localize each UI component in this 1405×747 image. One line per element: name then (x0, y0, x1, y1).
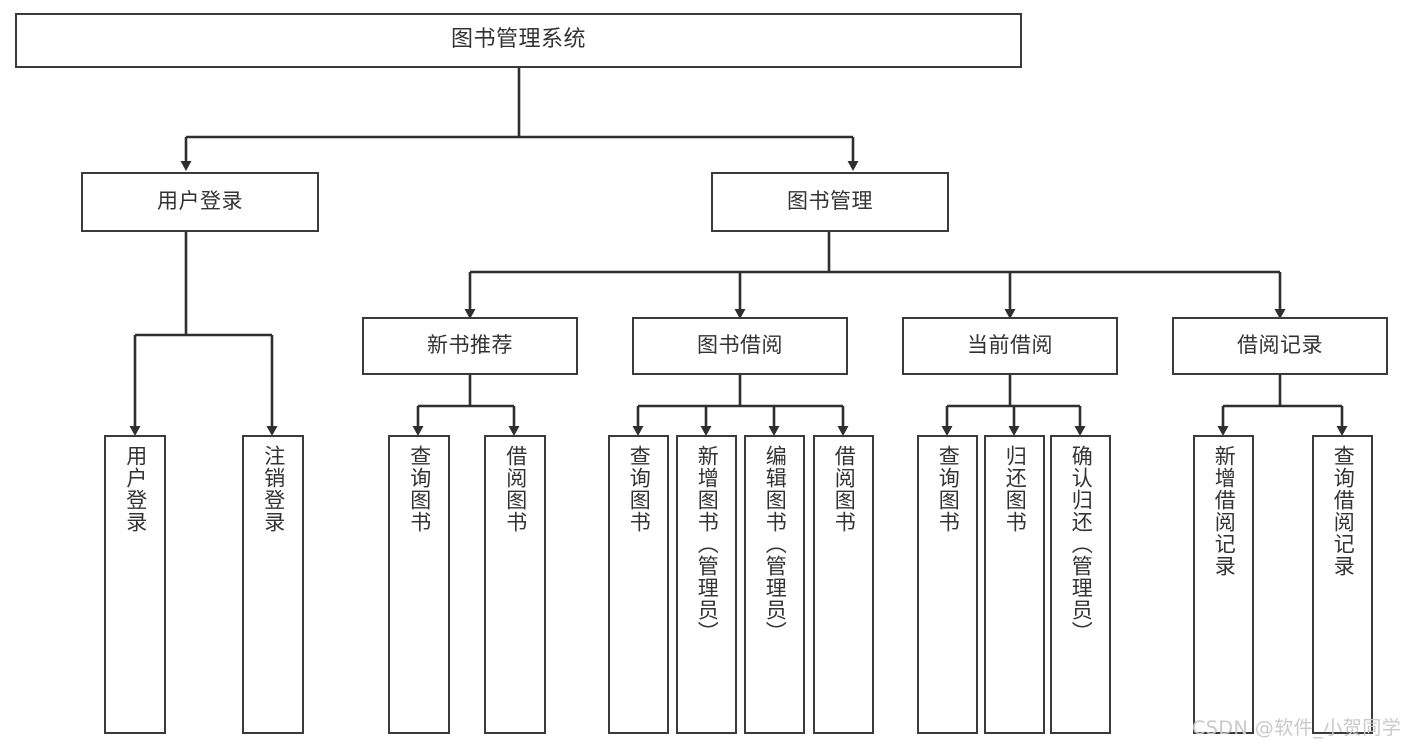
leaf-user-login-label: 用户登录 (123, 445, 148, 533)
leaf-edit-book-admin-label: 编辑图书（管理员） (763, 445, 788, 643)
node-current-borrow-label: 当前借阅 (967, 333, 1053, 358)
leaf-query-book-recommend-label: 查询图书 (407, 445, 432, 533)
leaf-query-book-borrow[interactable]: 查询图书 (608, 435, 669, 734)
leaf-borrow-book-recommend-label: 借阅图书 (503, 445, 528, 533)
leaf-query-book-borrow-label: 查询图书 (627, 445, 652, 533)
node-book-borrow[interactable]: 图书借阅 (632, 317, 848, 375)
csdn-watermark: CSDN @软件_小贺同学 (1192, 717, 1402, 739)
leaf-query-book-current-label: 查询图书 (936, 445, 961, 533)
leaf-borrow-book[interactable]: 借阅图书 (813, 435, 874, 734)
leaf-add-borrow-record-label: 新增借阅记录 (1212, 445, 1237, 577)
leaf-query-borrow-record[interactable]: 查询借阅记录 (1312, 435, 1373, 734)
leaf-borrow-book-recommend[interactable]: 借阅图书 (484, 435, 546, 734)
node-root[interactable]: 图书管理系统 (15, 13, 1022, 68)
leaf-add-book-admin[interactable]: 新增图书（管理员） (676, 435, 737, 734)
leaf-add-borrow-record[interactable]: 新增借阅记录 (1193, 435, 1254, 734)
node-book-management[interactable]: 图书管理 (711, 172, 949, 232)
node-user-login-label: 用户登录 (157, 189, 243, 214)
node-borrow-record-label: 借阅记录 (1237, 333, 1323, 358)
leaf-edit-book-admin[interactable]: 编辑图书（管理员） (744, 435, 805, 734)
leaf-confirm-return-admin[interactable]: 确认归还（管理员） (1050, 435, 1111, 734)
leaf-borrow-book-label: 借阅图书 (832, 445, 857, 533)
leaf-user-login[interactable]: 用户登录 (104, 435, 166, 734)
leaf-query-book-current[interactable]: 查询图书 (917, 435, 978, 734)
node-book-borrow-label: 图书借阅 (697, 333, 783, 358)
leaf-return-book[interactable]: 归还图书 (984, 435, 1045, 734)
node-new-book-recommend[interactable]: 新书推荐 (362, 317, 578, 375)
leaf-return-book-label: 归还图书 (1003, 445, 1028, 533)
leaf-logout-label: 注销登录 (261, 445, 286, 533)
leaf-logout[interactable]: 注销登录 (242, 435, 304, 734)
leaf-query-borrow-record-label: 查询借阅记录 (1331, 445, 1356, 577)
node-book-management-label: 图书管理 (787, 189, 873, 214)
leaf-query-book-recommend[interactable]: 查询图书 (388, 435, 450, 734)
node-borrow-record[interactable]: 借阅记录 (1172, 317, 1388, 375)
node-user-login[interactable]: 用户登录 (81, 172, 319, 232)
leaf-add-book-admin-label: 新增图书（管理员） (695, 445, 720, 643)
node-new-book-recommend-label: 新书推荐 (427, 333, 513, 358)
node-current-borrow[interactable]: 当前借阅 (902, 317, 1118, 375)
node-root-label: 图书管理系统 (450, 27, 586, 53)
leaf-confirm-return-admin-label: 确认归还（管理员） (1069, 445, 1094, 643)
